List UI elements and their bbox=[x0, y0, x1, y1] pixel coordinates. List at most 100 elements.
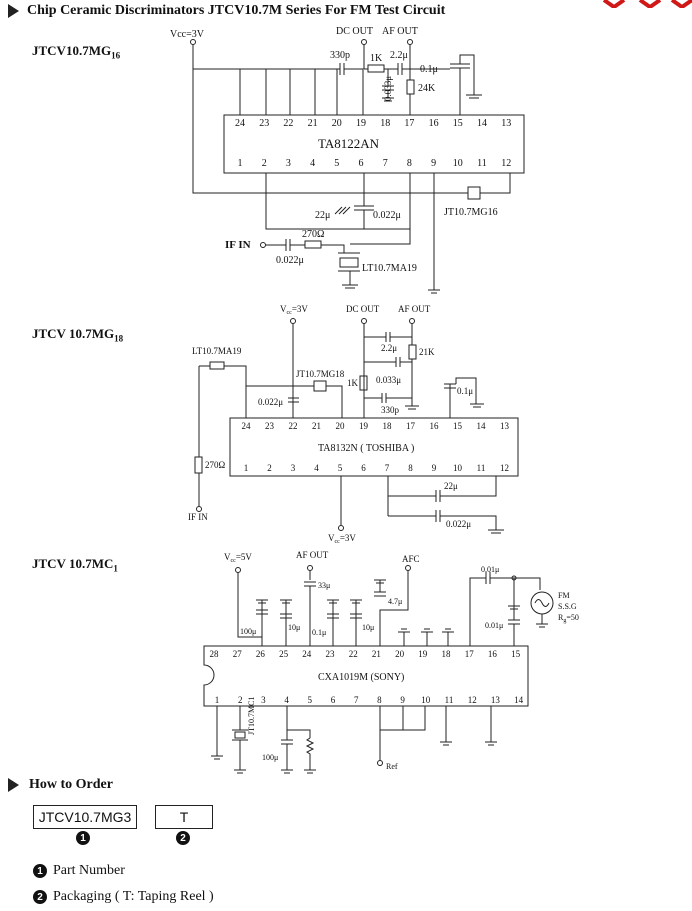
circuit1-label: JTCV10.7MG16 bbox=[32, 43, 121, 61]
circuit1-vcc-terminal bbox=[190, 39, 196, 45]
circuit1-lt-filter bbox=[339, 257, 359, 268]
circuit2-vcc-top-label: Vcc=3V bbox=[280, 304, 308, 316]
circuit3-ssg-label: S.S.G bbox=[558, 602, 577, 611]
circuit1-r24k-label: 24K bbox=[418, 83, 436, 94]
pin-number: 20 bbox=[332, 118, 342, 129]
pin-number: 9 bbox=[431, 158, 436, 169]
circuit3-fm-label: FM bbox=[558, 591, 570, 600]
pin-number: 12 bbox=[500, 463, 509, 473]
circuit1-c0022b-label: 0.022μ bbox=[276, 255, 304, 266]
pin-number: 3 bbox=[261, 695, 266, 705]
circuit1-r270 bbox=[304, 240, 322, 249]
pin-number: 20 bbox=[395, 649, 405, 659]
circuit1-jt-resonator bbox=[467, 186, 481, 200]
circuit2-c033-label: 0.033μ bbox=[376, 375, 401, 385]
pin-number: 22 bbox=[283, 118, 293, 129]
pin-number: 17 bbox=[465, 649, 475, 659]
pin-number: 5 bbox=[308, 695, 313, 705]
circuit1-c01 bbox=[450, 63, 470, 115]
circuit3-c100a-label: 100μ bbox=[240, 627, 256, 636]
pin-number: 23 bbox=[326, 649, 336, 659]
pin-number: 10 bbox=[453, 463, 463, 473]
circuit3-af-out-label: AF OUT bbox=[296, 550, 329, 560]
pin-number: 21 bbox=[308, 118, 318, 129]
circuit1-c330 bbox=[339, 63, 345, 75]
circuit3-c10b-label: 10μ bbox=[362, 623, 374, 632]
pin-number: 5 bbox=[334, 158, 339, 169]
circuit1-c22-label: 2.2μ bbox=[390, 50, 408, 61]
pin-number: 16 bbox=[429, 118, 439, 129]
how-to-order-title: How to Order bbox=[29, 777, 113, 792]
circuit1-c22u-label: 22μ bbox=[315, 210, 330, 221]
circuit1-dc-out-label: DC OUT bbox=[336, 26, 373, 37]
pin-number: 17 bbox=[404, 118, 414, 129]
circuit2-ic-name: TA8132N ( TOSHIBA ) bbox=[318, 443, 414, 454]
pin-number: 24 bbox=[302, 649, 312, 659]
corner-logo-fragment bbox=[602, 0, 692, 8]
pin-number: 13 bbox=[501, 118, 511, 129]
circuit2-vcc-bot-label: Vcc=3V bbox=[328, 533, 356, 545]
circuit1-ic-name: TA8122AN bbox=[318, 136, 380, 151]
pin-number: 19 bbox=[418, 649, 428, 659]
circuit2-r270 bbox=[194, 456, 203, 474]
pin-number: 3 bbox=[291, 463, 296, 473]
circuit3-c01a-label: 0.1μ bbox=[312, 628, 326, 637]
circuit1-r1k bbox=[367, 64, 385, 73]
pin-number: 26 bbox=[256, 649, 266, 659]
circuit2-c0022-label: 0.022μ bbox=[258, 397, 283, 407]
circuit1-r270-label: 270Ω bbox=[302, 229, 324, 240]
circuit2-lt-label: LT10.7MA19 bbox=[192, 346, 242, 356]
circuit3-ic-body bbox=[203, 645, 529, 707]
pin-number: 14 bbox=[477, 118, 487, 129]
pin-number: 13 bbox=[500, 421, 510, 431]
circuit2-ic-body bbox=[229, 417, 519, 477]
pin-number: 6 bbox=[359, 158, 364, 169]
circuit3-c47-label: 4.7μ bbox=[388, 597, 402, 606]
circuit2-label: JTCV 10.7MG18 bbox=[32, 326, 124, 344]
pin-number: 9 bbox=[432, 463, 437, 473]
circuit1-ic-body bbox=[223, 114, 525, 174]
pin-number: 8 bbox=[407, 158, 412, 169]
pin-number: 11 bbox=[445, 695, 454, 705]
pin-number: 6 bbox=[331, 695, 336, 705]
pin-number: 24 bbox=[235, 118, 245, 129]
circuit2-af-out-label: AF OUT bbox=[398, 304, 431, 314]
circuit1-jt-label: JT10.7MG16 bbox=[444, 207, 498, 218]
pin-number: 16 bbox=[488, 649, 498, 659]
pin-number: 18 bbox=[383, 421, 393, 431]
pin-number: 1 bbox=[215, 695, 220, 705]
part-number-box: JTCV10.7MG3 bbox=[33, 805, 137, 829]
pin-number: 3 bbox=[286, 158, 291, 169]
pin-number: 12 bbox=[501, 158, 511, 169]
pin-number: 15 bbox=[453, 421, 463, 431]
how-to-order-heading: How to Order bbox=[8, 777, 113, 793]
circuit3-c100b-label: 100μ bbox=[262, 753, 278, 762]
triangle-bullet-icon bbox=[8, 4, 19, 18]
pin-number: 2 bbox=[262, 158, 267, 169]
circuit3-c10a-label: 10μ bbox=[288, 623, 300, 632]
circuit1-af-out-label: AF OUT bbox=[382, 26, 418, 37]
header: Chip Ceramic Discriminators JTCV10.7M Se… bbox=[8, 3, 445, 19]
pin-number: 14 bbox=[514, 695, 524, 705]
pin-number: 19 bbox=[356, 118, 366, 129]
pin-number: 21 bbox=[372, 649, 381, 659]
circuit2-if-in-label: IF IN bbox=[188, 512, 208, 522]
circuit3-c001b-label: 0.01μ bbox=[485, 621, 503, 630]
pin-number: 14 bbox=[477, 421, 487, 431]
legend-packaging: 2 Packaging ( T: Taping Reel ) bbox=[33, 889, 214, 905]
pin-number: 11 bbox=[477, 463, 486, 473]
pin-number: 7 bbox=[383, 158, 388, 169]
circuit3-label: JTCV 10.7MC1 bbox=[32, 556, 118, 574]
circuit1-r24k bbox=[406, 79, 415, 95]
circuit1-c01-label: 0.1μ bbox=[420, 64, 438, 75]
pin-number: 25 bbox=[279, 649, 289, 659]
circuit3-c001a-label: 0.01μ bbox=[481, 565, 499, 574]
circuit2-r21k-label: 21K bbox=[419, 347, 435, 357]
circuit1-c0022-label: 0.022μ bbox=[373, 210, 401, 221]
pin-number: 18 bbox=[442, 649, 452, 659]
pin-number: 15 bbox=[453, 118, 463, 129]
pin-number: 6 bbox=[361, 463, 366, 473]
circuit2-jt-resonator bbox=[313, 380, 327, 392]
